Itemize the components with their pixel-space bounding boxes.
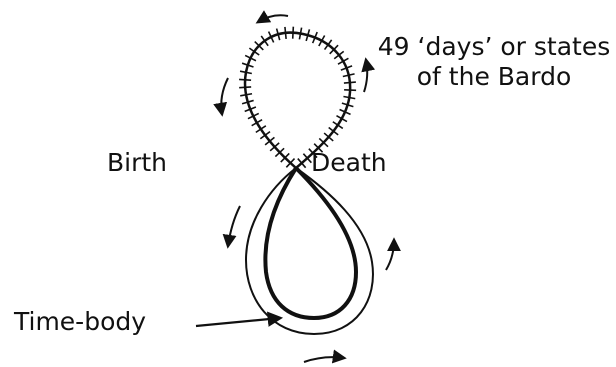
- bardo-day-mark: [344, 90, 356, 91]
- bardo-day-mark: [293, 27, 294, 39]
- bardo-day-mark: [333, 122, 343, 129]
- bardo-label: 49 ‘days’ or states of the Bardo: [376, 32, 612, 92]
- death-label: Death: [311, 148, 387, 178]
- arrow-upper-left-icon: [221, 78, 228, 114]
- bardo-day-mark: [285, 27, 286, 39]
- bardo-label-line1: 49 ‘days’ or states: [376, 32, 612, 62]
- arrow-lower-right-icon: [386, 240, 394, 270]
- bardo-day-mark: [344, 82, 356, 83]
- bardo-day-mark: [249, 48, 259, 55]
- birth-label: Birth: [107, 148, 167, 178]
- bardo-day-mark: [299, 28, 301, 40]
- bardo-day-mark: [239, 79, 251, 80]
- bardo-day-mark: [239, 87, 251, 88]
- time-body-label: Time-body: [14, 307, 146, 337]
- arrow-upper-right-icon: [364, 60, 367, 92]
- bardo-day-mark: [240, 94, 252, 96]
- bardo-day-mark: [343, 97, 355, 99]
- arrow-lower-left-icon: [228, 206, 240, 246]
- bardo-label-line2: of the Bardo: [376, 62, 612, 92]
- time-body-pointer-icon: [196, 318, 280, 326]
- arrow-top-icon: [258, 15, 288, 22]
- time-body-loop: [265, 168, 356, 318]
- arrow-bottom-icon: [304, 357, 344, 362]
- bardo-day-mark: [240, 71, 252, 73]
